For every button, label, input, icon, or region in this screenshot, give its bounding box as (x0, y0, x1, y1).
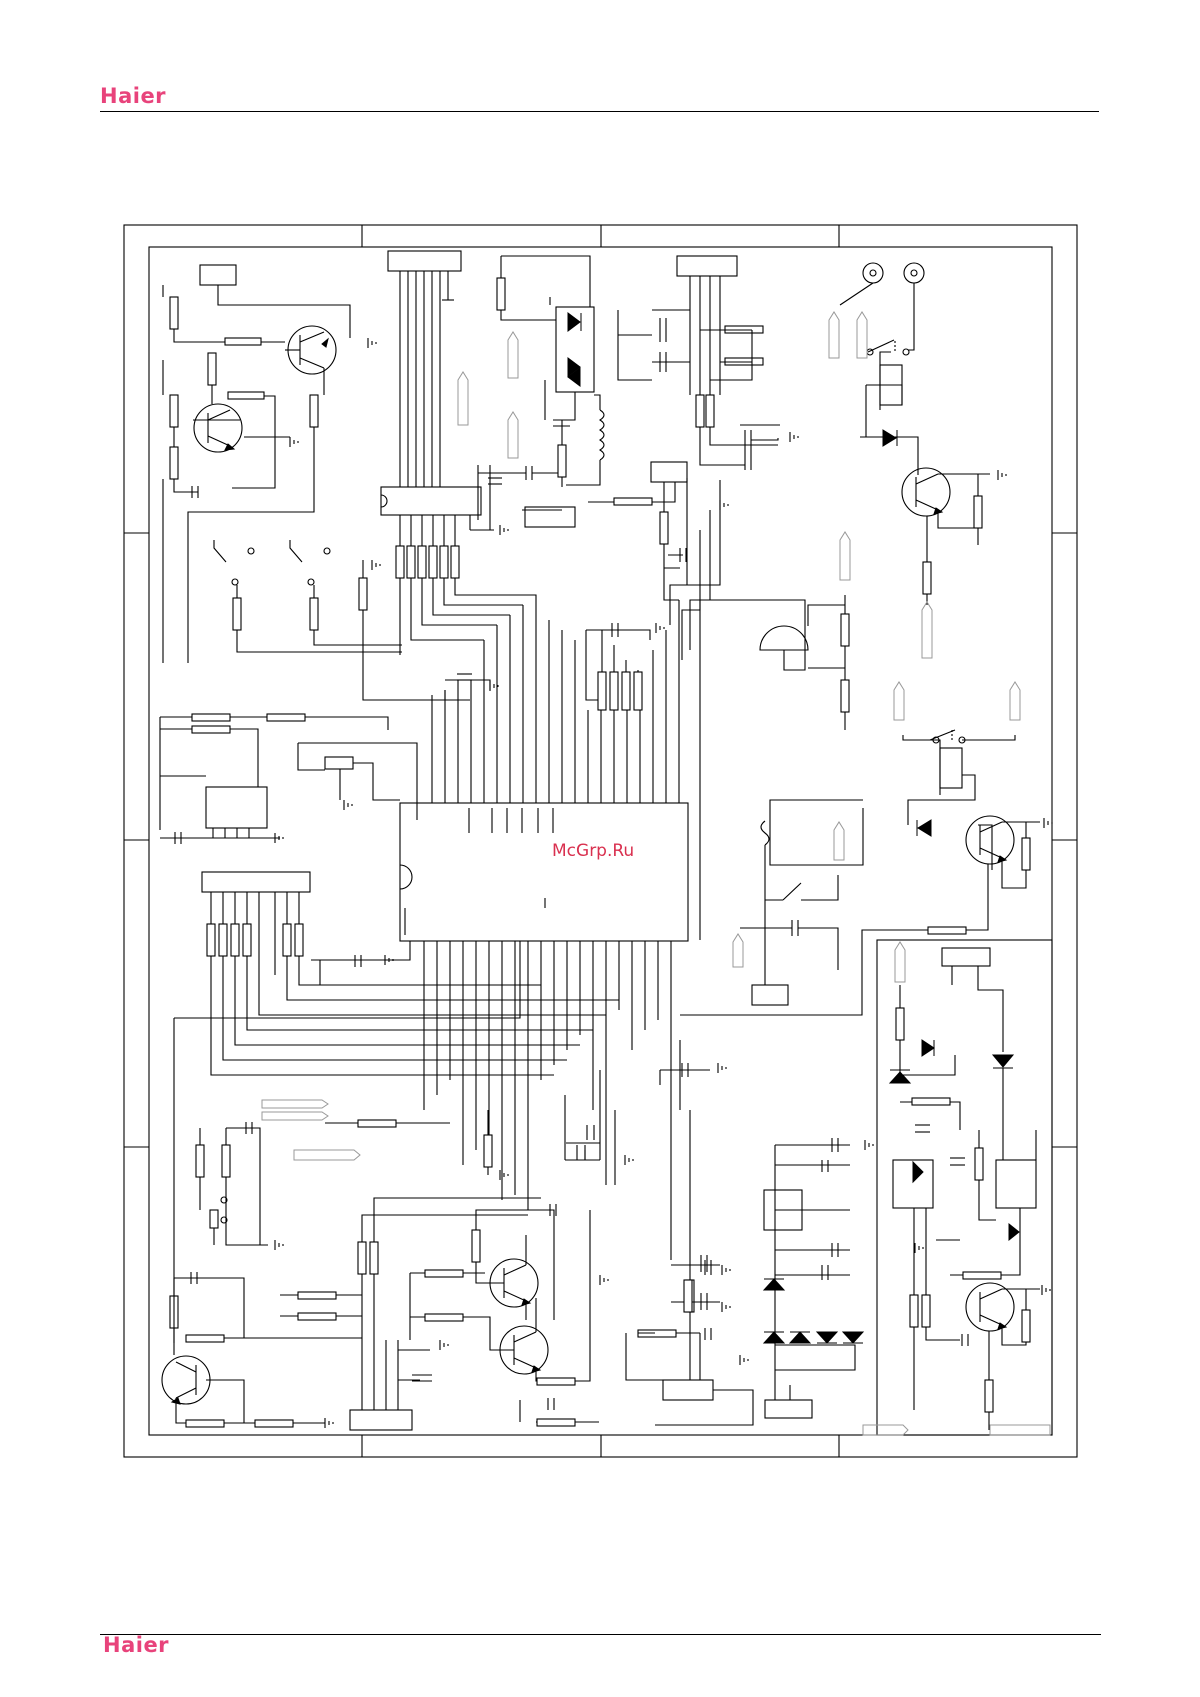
mcu-top-bus (431, 600, 680, 803)
connector-top-right (676, 255, 738, 277)
diode-d5 (762, 1278, 786, 1291)
diode-bridge-4 (841, 1331, 865, 1344)
diode-bridge-2 (788, 1331, 812, 1344)
connector-left-top (199, 264, 237, 286)
terminal-2 (903, 262, 925, 284)
relay-coil-2 (939, 747, 963, 789)
header-rule (100, 111, 1099, 112)
transistor-q2 (193, 403, 243, 453)
triac-opto-top (567, 357, 581, 377)
ic-top (380, 486, 482, 516)
connector-sensor (751, 984, 789, 1006)
led-indicator (888, 1071, 912, 1084)
connector-top (387, 250, 462, 272)
connector-small (650, 461, 688, 483)
connector-left-mid (201, 871, 311, 893)
haier-logo-bottom: Haier (103, 1633, 170, 1657)
connector-right-bottom (941, 947, 991, 967)
q3-arrow (170, 1397, 181, 1405)
regulator-block (205, 786, 268, 829)
led-opto-2 (1008, 1222, 1020, 1242)
q5-arrow (531, 1365, 542, 1373)
diode-d1 (882, 429, 897, 447)
isolated-section (876, 939, 1053, 1436)
transistor-q7 (965, 815, 1015, 865)
connector-power (764, 1399, 813, 1419)
haier-logo-top: Haier (100, 84, 167, 108)
ground-symbols (274, 338, 1053, 1428)
diode-bridge-1 (762, 1331, 786, 1344)
transistor-q6 (901, 467, 951, 517)
resistor (224, 337, 262, 346)
led-opto-1 (912, 1160, 924, 1184)
q2-arrow (224, 443, 236, 451)
led-opto-top (567, 312, 581, 332)
signal-tags (261, 311, 1051, 1436)
mcu-notch (399, 864, 413, 890)
transistor-q8 (965, 1282, 1015, 1332)
q7-arrow (997, 855, 1008, 863)
potentiometer (324, 756, 354, 770)
mcu-chip (399, 802, 689, 942)
fuse (760, 820, 770, 846)
diode-d4 (991, 1054, 1015, 1068)
inductor (598, 409, 605, 461)
switch-1 (213, 540, 227, 563)
footer-rule (100, 1634, 1101, 1635)
diode-d2 (917, 819, 932, 837)
buzzer (759, 625, 809, 651)
optocoupler-1 (892, 1159, 934, 1209)
connector-opto (524, 506, 576, 528)
resistor-bank-top (395, 545, 460, 579)
connector-bottom-mid (662, 1379, 714, 1401)
watermark-text: McGrp.Ru (552, 841, 634, 861)
optocoupler-2 (995, 1159, 1037, 1209)
transistor-q3 (161, 1355, 211, 1405)
q4-arrow (521, 1298, 532, 1306)
diode-bridge-3 (815, 1331, 839, 1344)
switch-2 (289, 540, 303, 563)
terminal-1 (862, 262, 884, 284)
diode-d3 (921, 1039, 935, 1057)
push-button (209, 1209, 219, 1229)
q8-arrow (997, 1322, 1008, 1330)
q1-arrow (321, 337, 329, 348)
connector-bottom-left (349, 1409, 413, 1431)
q6-arrow (933, 507, 944, 515)
